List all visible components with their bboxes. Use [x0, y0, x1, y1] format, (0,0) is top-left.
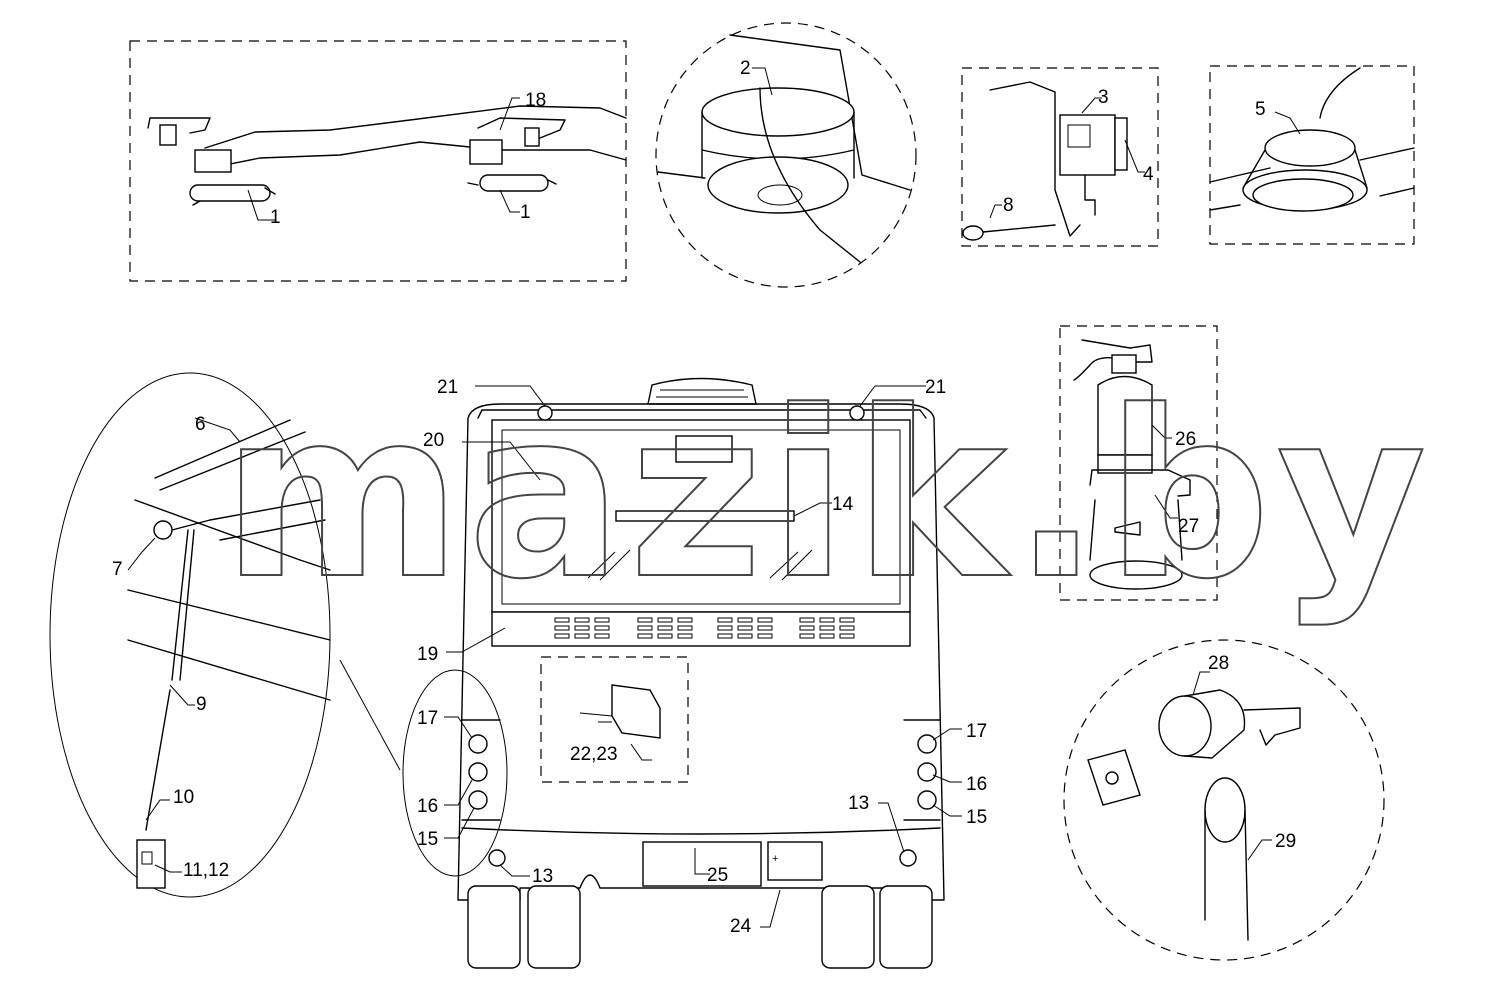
callout-15-right: 15: [966, 807, 987, 828]
callout-3: 3: [1098, 87, 1109, 108]
callout-21-right: 21: [925, 377, 946, 398]
callout-29: 29: [1275, 831, 1296, 852]
callout-1-right: 1: [520, 202, 531, 223]
watermark-text: mazik.by: [222, 363, 1432, 630]
callout-6: 6: [195, 414, 206, 435]
bus-rear-view: +: [402, 377, 962, 969]
callout-17-right: 17: [966, 721, 987, 742]
callout-7: 7: [112, 559, 123, 580]
callout-25: 25: [707, 865, 728, 886]
callout-16-left: 16: [417, 796, 438, 817]
detail-ellipse-gas-strut: [49, 372, 401, 898]
callout-18: 18: [525, 90, 546, 111]
detail-box-fire-extinguisher: [1059, 325, 1218, 601]
callout-22-23: 22,23: [570, 744, 618, 765]
callout-10: 10: [173, 787, 194, 808]
detail-box-dome-lamp: [1209, 65, 1415, 245]
callout-19: 19: [417, 644, 438, 665]
callout-16-right: 16: [966, 774, 987, 795]
callout-14: 14: [832, 494, 854, 515]
detail-circle-exhaust: [1063, 639, 1385, 961]
callout-4: 4: [1143, 164, 1154, 185]
callout-17-left: 17: [417, 708, 438, 729]
callout-13-left: 13: [532, 866, 553, 887]
callout-leader-lines: [247, 97, 520, 221]
callout-27: 27: [1178, 516, 1199, 537]
callout-13-right: 13: [848, 793, 869, 814]
callout-26: 26: [1175, 429, 1196, 450]
callout-2: 2: [740, 58, 751, 79]
detail-box-relay: [961, 67, 1159, 247]
callout-20: 20: [423, 430, 444, 451]
callout-15-left: 15: [417, 829, 438, 850]
callout-8: 8: [1003, 195, 1014, 216]
callout-9: 9: [196, 694, 207, 715]
callout-11-12: 11,12: [183, 860, 229, 881]
svg-text:+: +: [772, 853, 778, 865]
callout-21-left: 21: [437, 377, 458, 398]
callout-24: 24: [730, 916, 752, 937]
callout-28: 28: [1208, 653, 1229, 674]
detail-circle-roof-hatch: [655, 22, 917, 288]
detail-box-lamps: [129, 40, 627, 282]
grille-slots: [554, 617, 855, 639]
callout-1-left: 1: [270, 207, 281, 228]
callout-5: 5: [1255, 99, 1266, 120]
